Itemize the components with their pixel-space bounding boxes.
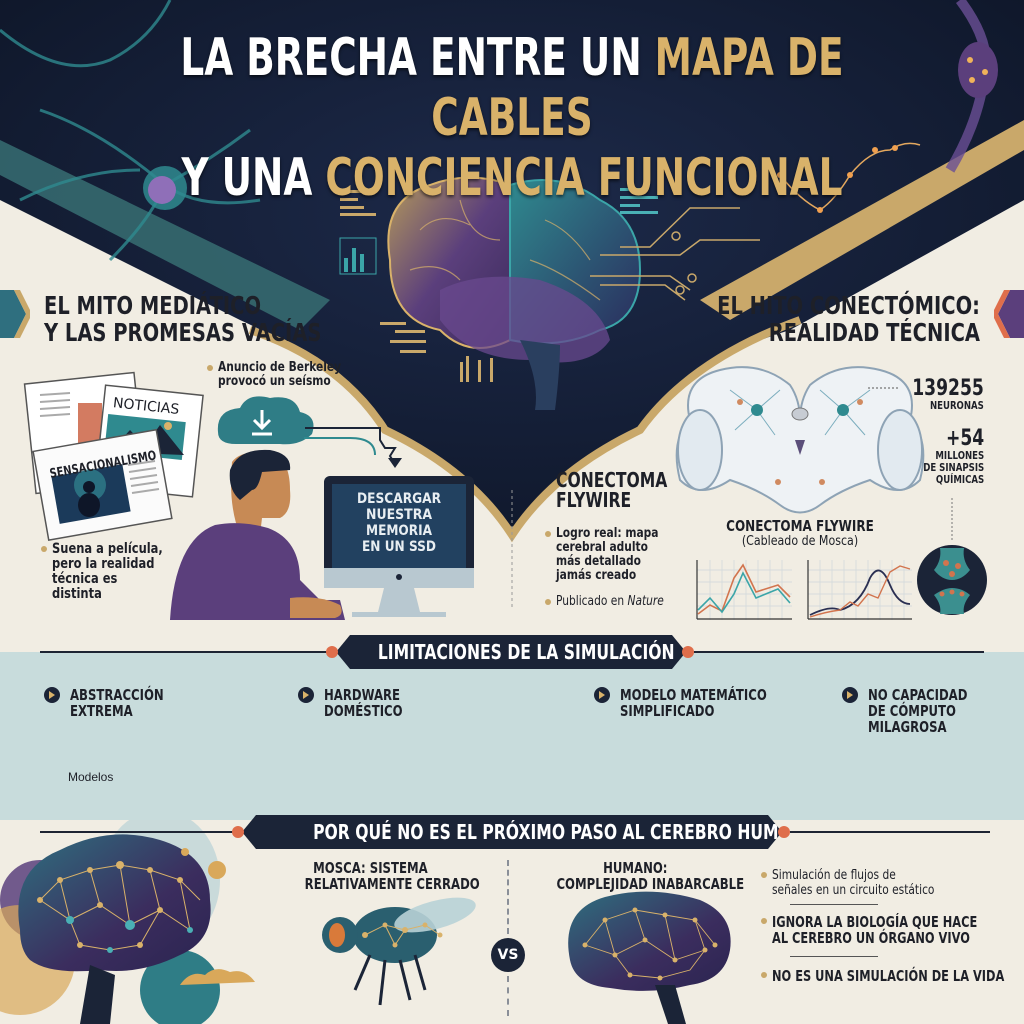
person-at-computer-illustration: DESCARGAR NUESTRA MEMORIA EN UN SSD	[170, 396, 474, 620]
chevron-right-icon	[0, 290, 30, 338]
divider-line	[694, 651, 984, 653]
human-brain-network-illustration-left	[0, 810, 255, 1024]
myth-section-heading: EL MITO MEDIÁTICO Y LAS PROMESAS VACÍAS	[44, 291, 322, 347]
limitations-banner: LIMITACIONES DE LA SIMULACIÓN	[336, 635, 686, 669]
fly-illustration	[322, 897, 476, 1006]
page-title: LA BRECHA ENTRE UN MAPA DE CABLES Y UNA …	[0, 28, 1024, 208]
mini-line-chart-1	[696, 560, 792, 620]
bullet-dot	[41, 546, 47, 552]
bullet-separator	[790, 956, 878, 957]
chevron-left-icon	[994, 290, 1024, 338]
stat-synapses-label-3: QUÍMICAS	[935, 473, 984, 486]
banner-knob	[232, 826, 244, 838]
divider-line	[790, 831, 990, 833]
mini-line-chart-2	[807, 560, 912, 620]
stat-neurons-value: 139255	[912, 376, 984, 401]
myth-bullet-berkeley: Anuncio de Berkeley provocó un seísmo	[207, 361, 368, 389]
vs-divider-bottom	[507, 976, 509, 1016]
bullet-dot	[545, 531, 551, 537]
bullet-dot	[761, 918, 767, 924]
bullet-dot	[761, 972, 767, 978]
milestone-bullet-achievement: Logro real: mapa cerebral adulto más det…	[545, 527, 681, 583]
models-label: Modelos	[68, 770, 114, 784]
chevron-circle-icon	[44, 687, 60, 703]
human-column-heading: HUMANO: COMPLEJIDAD INABARCABLE	[556, 859, 745, 893]
title-line-2: Y UNA CONCIENCIA FUNCIONAL	[181, 148, 843, 208]
comparison-bullet-ignores-biology: IGNORA LA BIOLOGÍA QUE HACE AL CEREBRO U…	[761, 914, 1024, 946]
stat-neurons-label: NEURONAS	[930, 399, 984, 412]
bullet-dot	[761, 872, 767, 878]
milestone-bullet-nature: Publicado en Nature	[545, 595, 688, 609]
banner-knob	[326, 646, 338, 658]
comparison-bullet-signal-flow: Simulación de flujos de señales en un ci…	[761, 868, 970, 898]
limitation-no-miracle-compute: NO CAPACIDAD DE CÓMPUTO MILAGROSA	[842, 687, 995, 735]
figure-caption-subtitle: (Cableado de Mosca)	[741, 534, 859, 549]
chevron-circle-icon	[298, 687, 314, 703]
comparison-bullet-not-life-simulation: NO ES UNA SIMULACIÓN DE LA VIDA	[761, 968, 1024, 984]
figure-caption: CONECTOMA FLYWIRE (Cableado de Mosca)	[700, 518, 900, 549]
milestone-section-heading: EL HITO CONECTÓMICO: REALIDAD TÉCNICA	[717, 291, 980, 347]
banner-knob	[682, 646, 694, 658]
connectome-title: CONECTOMA FLYWIRE	[556, 468, 668, 512]
limitation-abstraction: ABSTRACCIÓN EXTREMA	[44, 687, 190, 719]
limitation-hardware: HARDWARE DOMÉSTICO	[298, 687, 425, 719]
stat-synapses-value: +54	[945, 426, 984, 451]
vs-divider-top	[507, 860, 509, 934]
banner-knob	[778, 826, 790, 838]
human-brain-network-illustration-center	[568, 891, 731, 1024]
synapse-icon	[917, 545, 987, 615]
figure-caption-title: CONECTOMA FLYWIRE	[726, 517, 874, 535]
myth-bullet-film: Suena a película, pero la realidad técni…	[41, 542, 187, 602]
vs-badge: VS	[491, 938, 525, 972]
bullet-separator	[790, 904, 878, 905]
divider-line	[40, 831, 236, 833]
chevron-circle-icon	[842, 687, 858, 703]
bullet-dot	[545, 599, 551, 605]
limitation-math-model: MODELO MATEMÁTICO SIMPLIFICADO	[594, 687, 808, 719]
newspaper-illustration	[23, 371, 204, 541]
screen-text-line-2: NUESTRA	[366, 507, 432, 523]
stat-synapses: +54 MILLONES DE SINAPSIS QUÍMICAS	[906, 428, 984, 486]
title-line-1: LA BRECHA ENTRE UN MAPA DE CABLES	[180, 28, 844, 148]
comparison-banner: POR QUÉ NO ES EL PRÓXIMO PASO AL CEREBRO…	[242, 815, 782, 849]
bullet-dot	[207, 365, 213, 371]
cloud-download-icon	[217, 396, 314, 445]
limitations-section-background	[0, 652, 1024, 820]
newspaper-label-sensacionalismo: SENSACIONALISMO	[49, 448, 158, 482]
chevron-circle-icon	[594, 687, 610, 703]
divider-line	[40, 651, 330, 653]
screen-text-line-1: DESCARGAR	[357, 491, 441, 507]
fly-column-heading: MOSCA: SISTEMA RELATIVAMENTE CERRADO	[304, 859, 480, 893]
screen-text-line-3: MEMORIA	[366, 523, 432, 539]
newspaper-label-noticias: NOTICIAS	[112, 395, 180, 418]
fly-brain-connectome-illustration	[675, 366, 925, 514]
stat-neurons: 139255 NEURONAS	[892, 378, 984, 412]
screen-text-line-4: EN UN SSD	[362, 539, 436, 555]
